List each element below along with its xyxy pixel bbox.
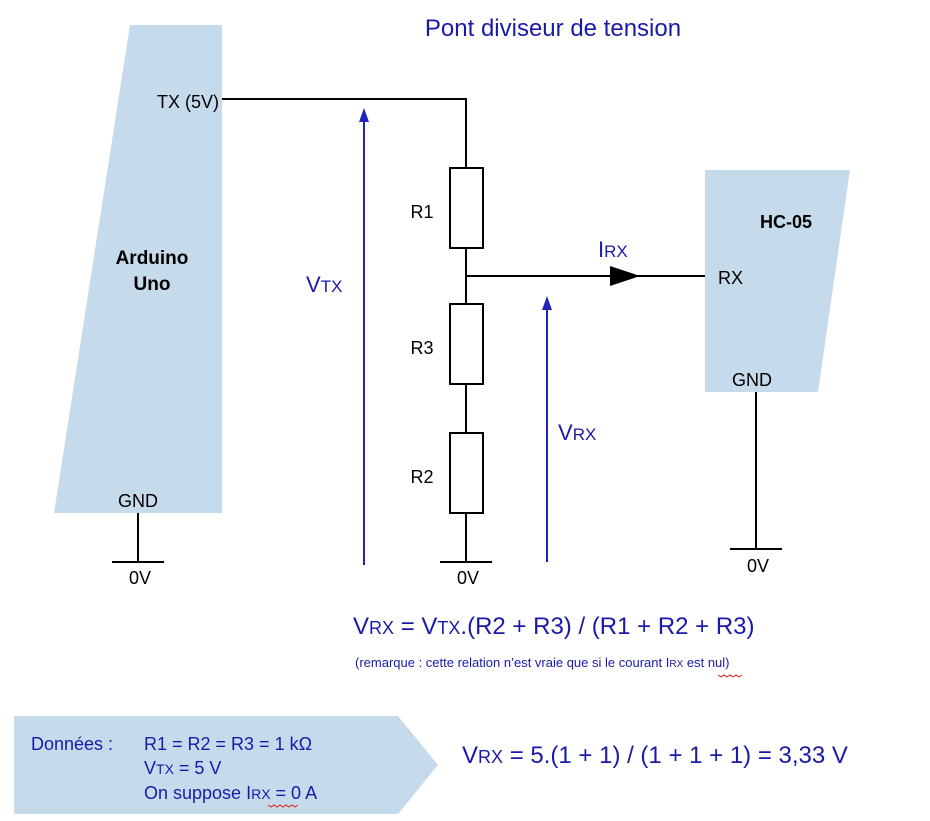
vrx-label: VRX: [558, 420, 596, 445]
arduino-tx-label: TX (5V): [157, 92, 219, 112]
arduino-name-line2: Uno: [134, 274, 171, 295]
tx-wire: [222, 98, 467, 168]
resistor-r1: [449, 167, 484, 249]
hc05-ground-label: 0V: [747, 556, 769, 576]
hc05-block: [705, 170, 850, 392]
donnees-squiggle: [267, 804, 299, 808]
wires: [137, 98, 757, 562]
remark-squiggle: [717, 674, 743, 678]
formula-remark: (remarque : cette relation n’est vraie q…: [355, 655, 730, 670]
arduino-ground-label: 0V: [129, 568, 151, 588]
resistor-r3: [449, 303, 484, 385]
donnees-box: [14, 716, 438, 814]
resistor-r3-label: R3: [410, 338, 433, 358]
donnees-line1: R1 = R2 = R3 = 1 kΩ: [144, 734, 312, 754]
irx-label: IRX: [598, 237, 628, 262]
donnees-line2: VTX = 5 V: [144, 758, 221, 778]
resistor-r2-label: R2: [410, 467, 433, 487]
vtx-label: VTX: [306, 272, 342, 297]
hc05-name: HC-05: [760, 212, 812, 232]
diagram-title: Pont diviseur de tension: [425, 15, 681, 42]
donnees-line3: On suppose IRX = 0 A: [144, 783, 317, 803]
arduino-block: [54, 25, 222, 513]
divider-formula: VRX = VTX.(R2 + R3) / (R1 + R2 + R3): [353, 613, 755, 640]
arduino-gnd-label: GND: [118, 491, 158, 511]
divider-ground-label: 0V: [457, 568, 479, 588]
donnees-label: Données :: [31, 734, 113, 754]
result-formula: VRX = 5.(1 + 1) / (1 + 1 + 1) = 3,33 V: [462, 742, 848, 769]
irx-arrow-head: [610, 266, 640, 286]
resistor-r2: [449, 432, 484, 514]
resistor-r1-label: R1: [410, 202, 433, 222]
hc05-gnd-label: GND: [732, 370, 772, 390]
vrx-arrow-head: [542, 296, 552, 310]
hc05-rx-label: RX: [718, 268, 743, 288]
arduino-name-line1: Arduino: [116, 248, 189, 269]
vtx-arrow-head: [359, 108, 369, 122]
